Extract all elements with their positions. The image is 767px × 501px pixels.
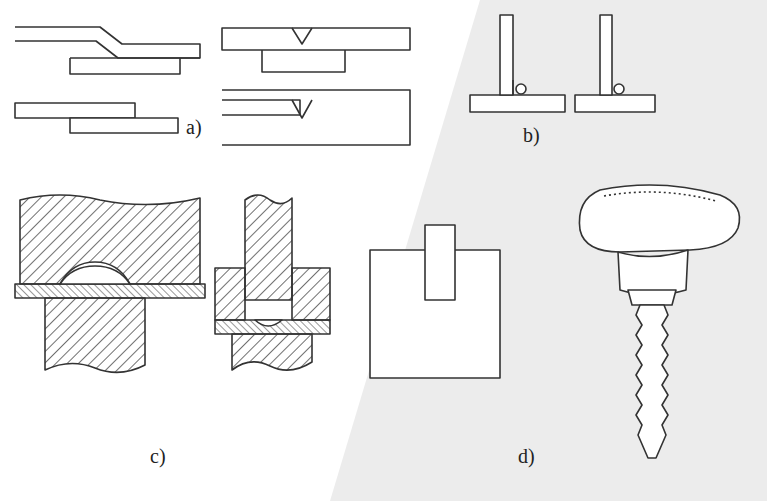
upper-plate (222, 28, 410, 50)
web-plate (600, 15, 612, 95)
upper-electrode (20, 195, 200, 284)
head-collar (618, 250, 688, 295)
knurl-rim (604, 192, 716, 201)
joggled-plate (15, 27, 200, 58)
die-block (215, 268, 330, 320)
weld-cavity (60, 266, 130, 284)
lower-plate (262, 50, 345, 72)
panel-label: d) (518, 446, 535, 466)
wing-head (579, 185, 739, 252)
weld-bead (516, 84, 526, 94)
base-plate (575, 95, 655, 112)
lower-plate (70, 118, 178, 133)
panel-label: c) (150, 446, 166, 466)
threaded-shank (636, 305, 668, 458)
neck (628, 290, 676, 305)
sheet-section (15, 284, 205, 298)
watermark-band (330, 0, 767, 501)
lower-die (232, 334, 312, 370)
upper-plate (15, 103, 135, 118)
sheet-section (215, 320, 330, 334)
panel-label: a) (186, 117, 202, 137)
panel-label: b) (523, 125, 540, 145)
v-notch (292, 28, 312, 44)
base-plate (470, 95, 565, 112)
upper-plate (222, 100, 300, 115)
lower-plate (70, 58, 200, 74)
weld-bead (614, 84, 624, 94)
punch (245, 195, 292, 300)
lower-electrode (45, 298, 145, 372)
base-block (222, 90, 410, 145)
tab-outline (425, 225, 455, 300)
v-notch (292, 100, 312, 118)
web-plate (500, 15, 513, 95)
